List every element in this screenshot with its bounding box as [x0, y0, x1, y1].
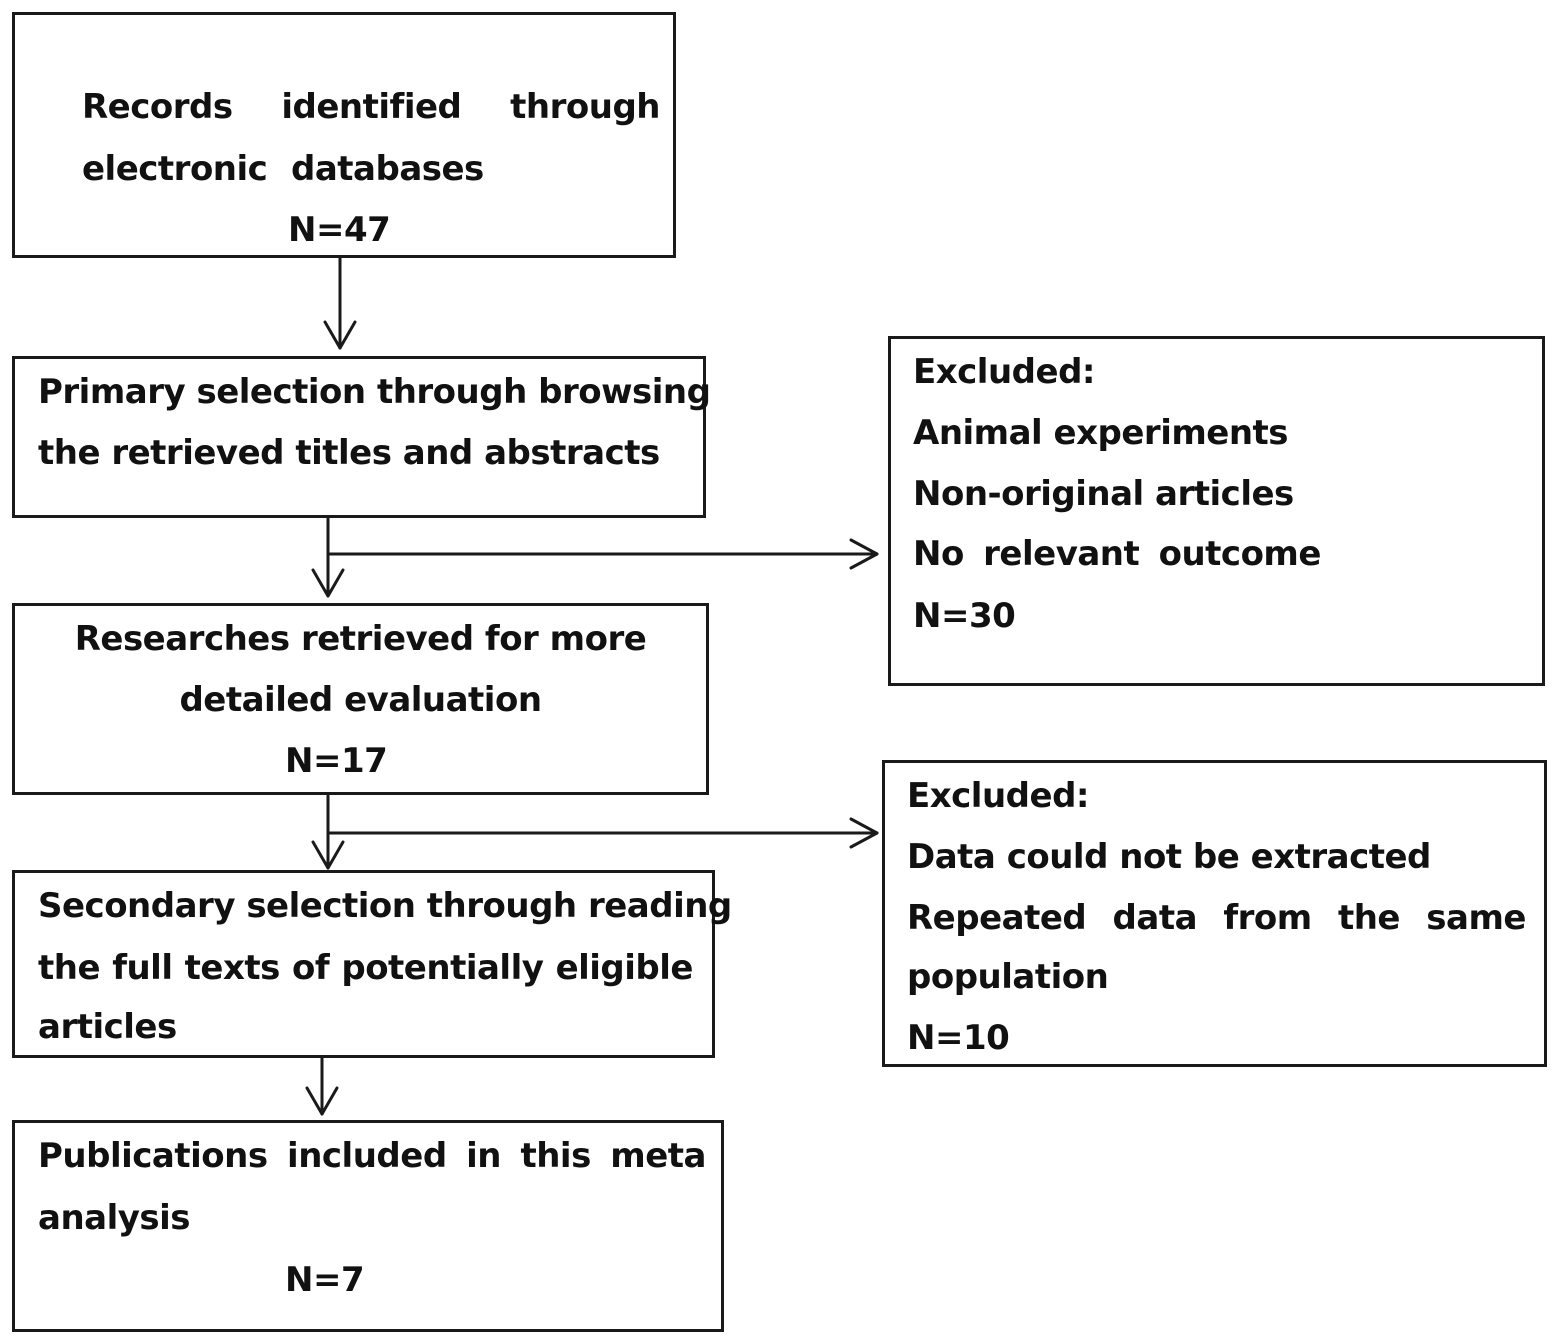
secondary-selection-line-3: articles: [38, 1007, 177, 1047]
publications-included-line-2: analysis: [38, 1198, 191, 1238]
primary-selection-line-1: Primary selection through browsing: [38, 372, 711, 412]
publications-included-box: Publications included in this meta analy…: [12, 1120, 724, 1332]
detailed-evaluation-line-1: Researches retrieved for more: [74, 619, 647, 659]
detailed-evaluation-count: N=17: [285, 741, 388, 781]
excluded-box-1: Excluded: Animal experiments Non-origina…: [888, 336, 1545, 686]
publications-included-line-1: Publications included in this meta: [38, 1136, 706, 1176]
records-line-1: Records identified through: [82, 87, 660, 127]
arrow-to-excluded1: [326, 538, 879, 570]
arrow-to-excluded2: [326, 817, 879, 849]
records-line-2-word-2: databases: [291, 149, 484, 189]
arrow-box4-to-box5: [305, 1056, 339, 1116]
publications-included-count: N=7: [285, 1260, 365, 1300]
records-count: N=47: [288, 210, 391, 250]
excluded-1-item: No relevant outcome: [913, 534, 1321, 574]
excluded-1-item: Non-original articles: [913, 474, 1294, 514]
primary-selection-box: Primary selection through browsing the r…: [12, 356, 711, 518]
arrow-box2-to-box3: [311, 516, 345, 598]
primary-selection-line-2: the retrieved titles and abstracts: [38, 433, 660, 473]
excluded-2-item-continued: population: [907, 957, 1109, 997]
excluded-2-count: N=10: [907, 1018, 1010, 1058]
excluded-box-2: Excluded: Data could not be extracted Re…: [882, 760, 1547, 1067]
secondary-selection-line-2: the full texts of potentially eligible: [38, 948, 693, 988]
detailed-evaluation-box: Researches retrieved for more detailed e…: [12, 603, 709, 795]
secondary-selection-box: Secondary selection through reading the …: [12, 870, 732, 1058]
excluded-2-item: Repeated data from the same: [907, 898, 1526, 938]
secondary-selection-line-1: Secondary selection through reading: [38, 886, 732, 926]
excluded-1-heading: Excluded:: [913, 352, 1096, 392]
excluded-2-item: Data could not be extracted: [907, 837, 1431, 877]
records-line-2-word-1: electronic: [82, 149, 268, 189]
arrow-box1-to-box2: [323, 256, 357, 350]
excluded-1-count: N=30: [913, 596, 1016, 636]
excluded-2-heading: Excluded:: [907, 776, 1090, 816]
detailed-evaluation-line-2: detailed evaluation: [179, 680, 542, 720]
records-identified-box: Records identified through electronic da…: [12, 12, 676, 258]
excluded-1-item: Animal experiments: [913, 413, 1289, 453]
